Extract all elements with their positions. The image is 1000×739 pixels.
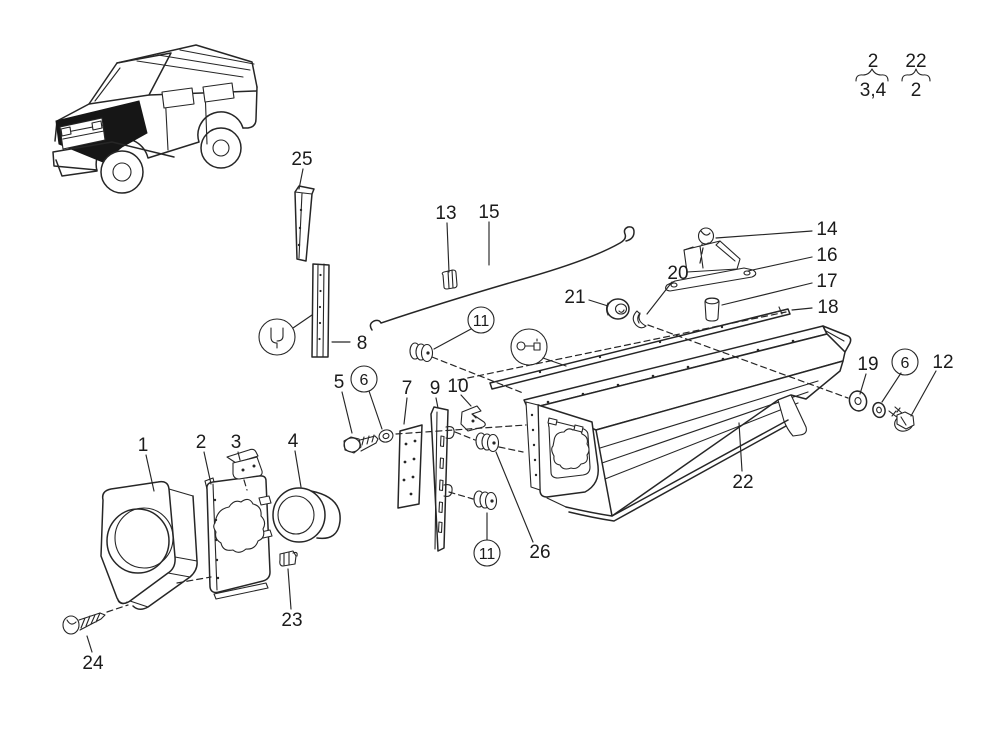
part-21-grommet xyxy=(605,298,630,320)
callout-2: 2 xyxy=(196,432,207,453)
part-9-rail xyxy=(430,406,455,552)
callout-9: 9 xyxy=(430,378,441,399)
callout-4: 4 xyxy=(288,431,299,452)
part-1-frame xyxy=(100,480,198,610)
part-11-buffer-upper xyxy=(409,342,434,363)
callout-7: 7 xyxy=(402,378,413,399)
reference-parent-number: 22 xyxy=(905,51,926,72)
callout-20: 20 xyxy=(667,263,688,284)
part-25-strip xyxy=(294,185,315,262)
part-13-sleeve xyxy=(441,269,458,290)
callout-11-circled-top: 11 xyxy=(467,306,495,334)
vehicle-illustration xyxy=(52,44,258,194)
part-23-clip xyxy=(279,550,298,567)
clip-profile-icon xyxy=(270,327,284,349)
reference-group-2: 22 2 xyxy=(901,51,931,101)
assembly-dashed-lines xyxy=(106,247,849,613)
callout-11-circled-bottom: 11 xyxy=(473,539,501,567)
callout-6-circled-left: 6 xyxy=(350,365,378,393)
callout-19: 19 xyxy=(857,354,878,375)
callout-18: 18 xyxy=(817,297,838,318)
part-callouts: 1 2 3 4 5 7 8 9 10 12 13 14 15 16 17 18 … xyxy=(82,149,953,674)
reference-parent-number: 2 xyxy=(868,51,879,72)
callout-1: 1 xyxy=(138,435,149,456)
rivet-detail-circle xyxy=(510,328,567,367)
part-3-bracket xyxy=(226,448,263,480)
svg-text:11: 11 xyxy=(473,313,490,330)
part-15-rod xyxy=(369,226,635,331)
callout-16: 16 xyxy=(816,245,837,266)
callout-14: 14 xyxy=(816,219,838,240)
clip-profile-detail-circle xyxy=(258,314,313,356)
reference-group-1: 2 3,4 xyxy=(855,51,889,101)
callout-6-circled-right: 6 xyxy=(891,348,919,376)
part-6-washer-right xyxy=(872,401,886,419)
part-7-pad xyxy=(397,424,423,509)
brace-icon xyxy=(855,68,889,82)
reference-child-numbers: 3,4 xyxy=(860,80,887,101)
part-22-fender xyxy=(523,325,852,522)
svg-text:11: 11 xyxy=(479,546,496,563)
part-24-screw xyxy=(62,612,106,635)
part-2-plate xyxy=(204,475,273,600)
part-10-bracket xyxy=(460,405,486,432)
part-5-screw xyxy=(343,434,379,454)
callout-22: 22 xyxy=(732,472,753,493)
part-11-buffer-middle xyxy=(475,432,500,453)
part-11-buffer-lower xyxy=(473,490,498,511)
callout-10: 10 xyxy=(447,376,468,397)
svg-text:6: 6 xyxy=(360,372,369,389)
part-12-bolt xyxy=(888,406,915,432)
callout-leader-lines xyxy=(86,168,937,653)
callout-8: 8 xyxy=(357,333,368,354)
part-6-washer-left xyxy=(378,429,394,443)
callout-12: 12 xyxy=(932,352,953,373)
callout-15: 15 xyxy=(478,202,499,223)
callout-5: 5 xyxy=(334,372,345,393)
part-19-washer xyxy=(848,390,868,412)
rivet-icon xyxy=(516,338,541,351)
part-8-channel xyxy=(311,263,330,358)
part-4-ring xyxy=(272,487,341,543)
callout-21: 21 xyxy=(564,287,585,308)
part-17-spacer xyxy=(704,297,720,322)
svg-text:6: 6 xyxy=(901,355,910,372)
reference-child-number: 2 xyxy=(911,80,922,101)
callout-26: 26 xyxy=(529,542,550,563)
callout-13: 13 xyxy=(435,203,456,224)
callout-25: 25 xyxy=(291,149,312,170)
callout-3: 3 xyxy=(231,432,242,453)
callout-23: 23 xyxy=(281,610,302,631)
brace-icon xyxy=(901,68,931,82)
callout-24: 24 xyxy=(82,653,104,674)
part-20-clip xyxy=(632,310,647,329)
callout-17: 17 xyxy=(816,271,837,292)
